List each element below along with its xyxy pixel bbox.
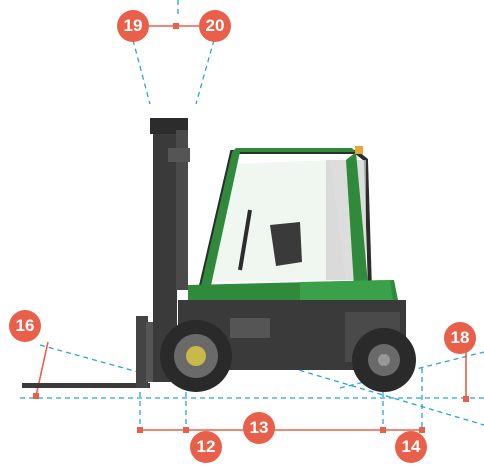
- dimension-label-16: 16: [9, 310, 41, 342]
- dimension-label-19: 19: [117, 10, 149, 42]
- dimension-label-13: 13: [243, 412, 275, 444]
- dimension-label-12: 12: [190, 431, 222, 463]
- forklift-illustration: [22, 118, 416, 392]
- dimension-label-18: 18: [444, 322, 476, 354]
- dimension-label-20: 20: [199, 10, 231, 42]
- dimension-label-14: 14: [395, 431, 427, 463]
